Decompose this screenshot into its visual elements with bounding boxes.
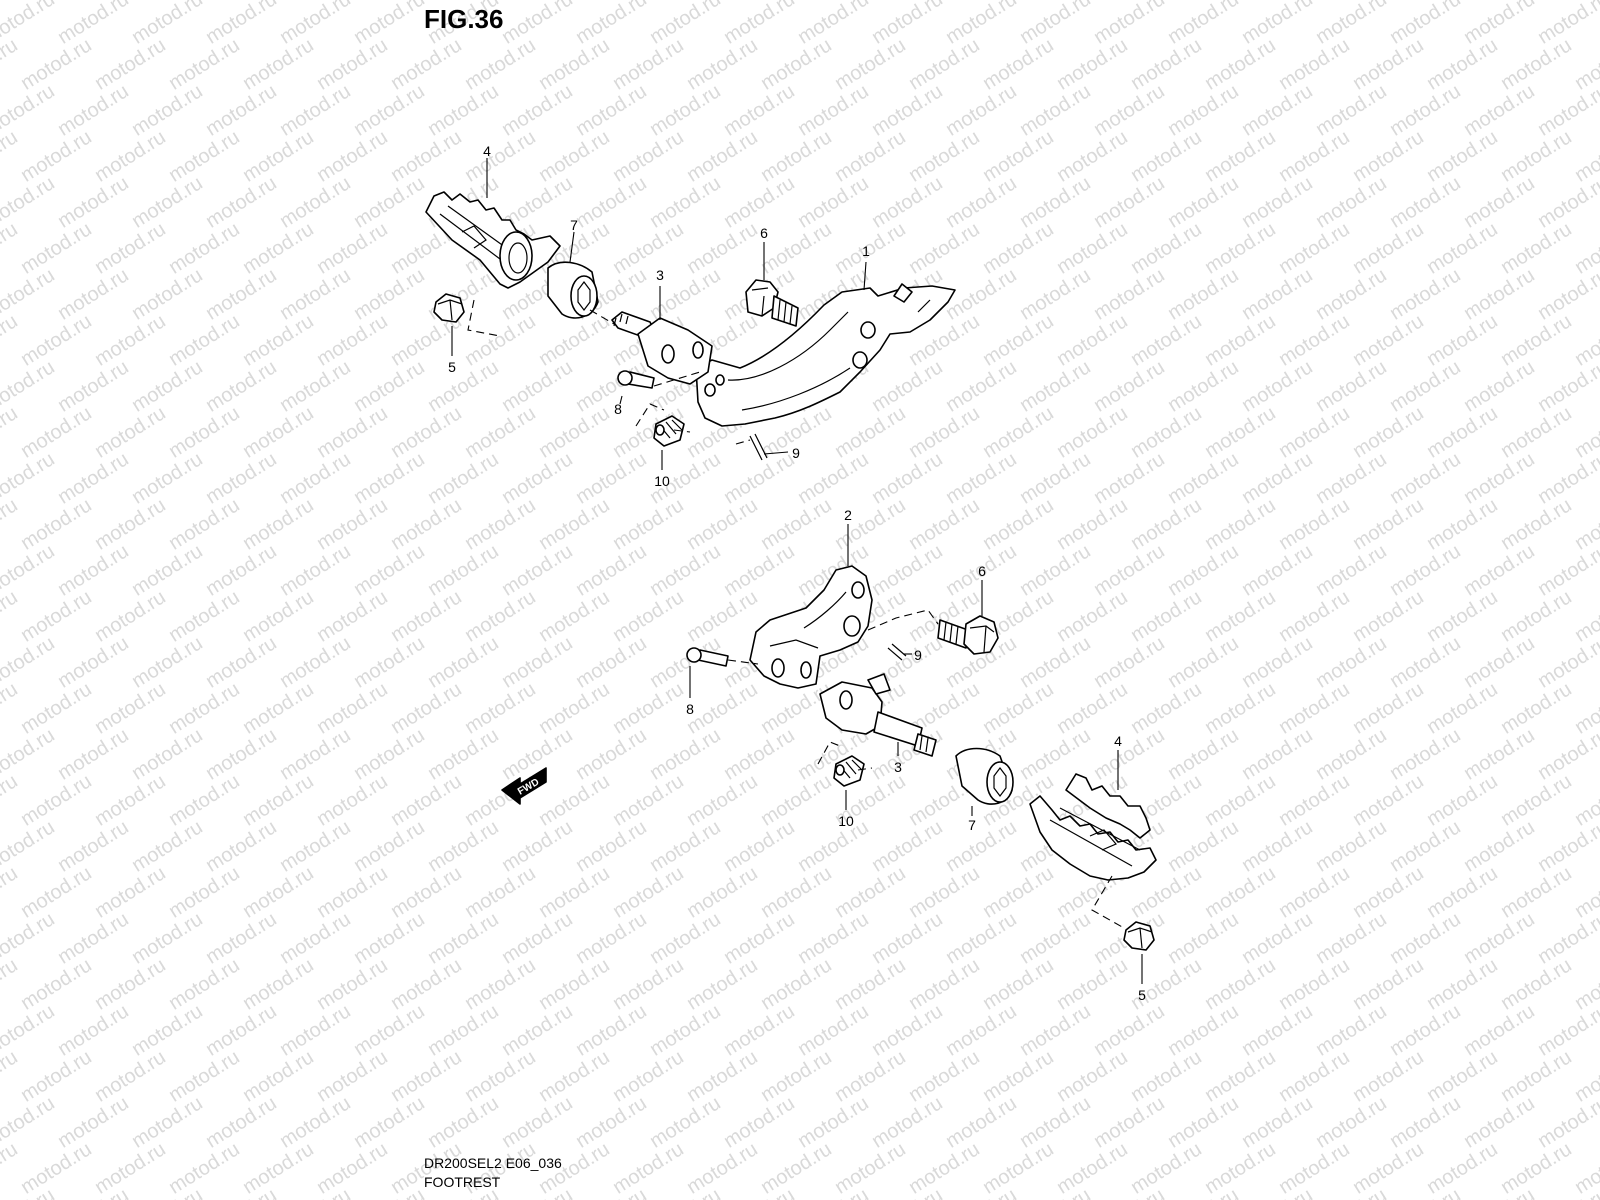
upper-nut-part-5 [433,293,465,323]
callout-lower-7: 7 [968,817,976,833]
guide-u-cotter [735,439,751,445]
callout-upper-10: 10 [654,473,670,489]
lower-nut-part-5 [1123,921,1155,951]
callout-lower-5: 5 [1138,987,1146,1003]
callout-lower-6: 6 [978,563,986,579]
upper-cotter-pin-part-9 [749,433,768,461]
guide-l-spring [817,741,873,771]
upper-footrest-assembly: 1 3 4 5 6 7 8 9 10 [425,143,956,489]
lower-collar-part-7 [955,747,1014,805]
lower-spring-part-10 [833,755,865,787]
guide-u-spring [635,403,691,433]
upper-bolt-part-6 [745,279,799,327]
upper-collar-part-7 [547,261,599,319]
callout-upper-8: 8 [614,401,622,417]
callout-lower-3: 3 [894,759,902,775]
figure-title: FIG.36 [424,4,504,34]
fwd-direction-arrow: FWD [501,767,547,805]
lower-pivot-part-3 [819,673,937,757]
guide-u-pin [653,371,701,387]
lower-foot-peg-part-4 [1029,773,1157,881]
guide-u-collar [589,309,615,325]
callout-upper-9: 9 [792,445,800,461]
lower-bolt-part-6 [937,615,999,655]
diagram-footer: DR200SEL2 E06_036 FOOTREST [424,1154,562,1192]
guide-u-peg-nut [467,299,501,337]
callout-lower-10: 10 [838,813,854,829]
lower-pin-part-8 [686,647,729,667]
lower-cotter-pin-part-9 [887,643,907,661]
guide-l-peg-nut [1091,875,1125,929]
upper-bracket-part-1 [695,283,956,427]
callout-upper-6: 6 [760,225,768,241]
callout-upper-3: 3 [656,267,664,283]
lower-bracket-part-2 [749,565,873,689]
callout-lower-4: 4 [1114,733,1122,749]
leader-u9 [763,451,789,455]
callout-lower-9: 9 [914,647,922,663]
guide-l-pin [727,659,759,665]
lower-footrest-assembly: FWD 2 3 4 5 6 7 8 9 10 [501,507,1157,1003]
callout-upper-4: 4 [483,143,491,159]
leader-u8 [619,395,623,405]
callout-lower-8: 8 [686,701,694,717]
leader-u7 [569,231,575,263]
upper-spring-part-10 [653,415,685,447]
guide-l-bolt [867,609,939,631]
callout-upper-5: 5 [448,359,456,375]
model-code: DR200SEL2 E06_036 [424,1155,562,1171]
callout-upper-7: 7 [570,217,578,233]
callout-lower-2: 2 [844,507,852,523]
upper-foot-peg-part-4 [425,191,561,289]
upper-pivot-part-3 [611,311,713,385]
callout-upper-1: 1 [862,243,870,259]
leader-u1 [863,261,867,291]
upper-pin-part-8 [617,370,655,389]
section-name: FOOTREST [424,1174,501,1190]
